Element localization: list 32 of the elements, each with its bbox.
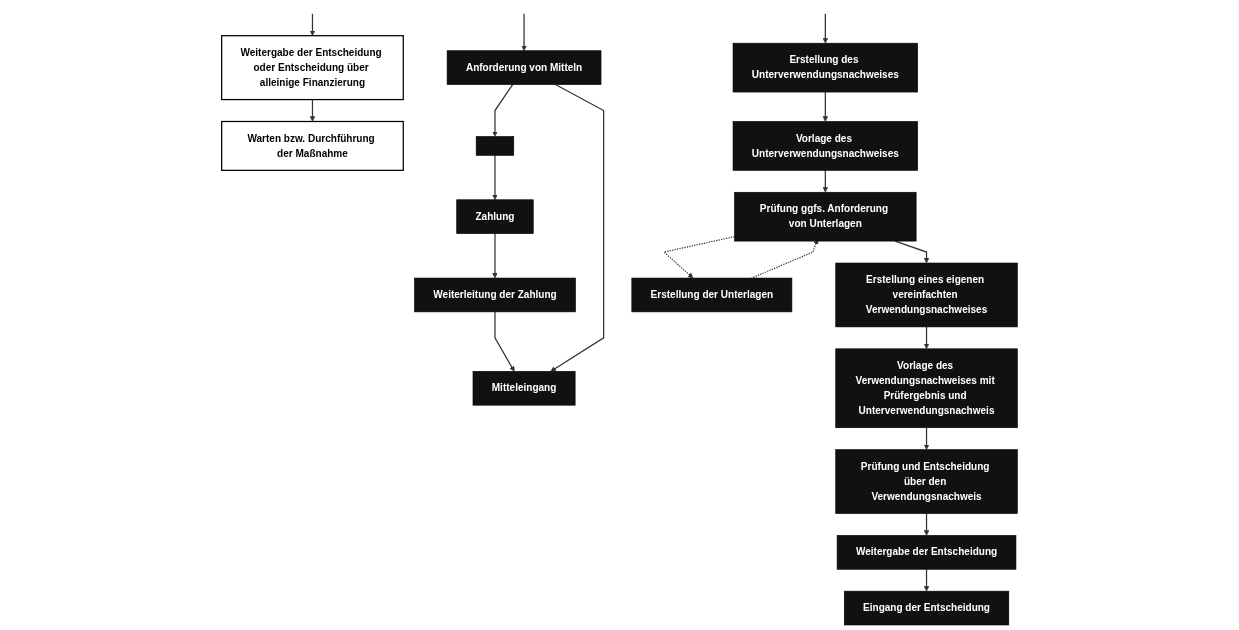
arrow — [494, 311, 515, 372]
node-box: Prüfung und Entscheidung über den Verwendungsnachweis — [835, 449, 1018, 514]
arrow — [492, 83, 514, 137]
arrow — [923, 427, 930, 450]
arrow — [822, 13, 829, 44]
arrow — [492, 154, 498, 200]
arrow — [492, 232, 498, 279]
node-box — [475, 136, 515, 156]
node-box: Vorlage des Unterverwendungsnachweises — [732, 121, 918, 171]
node-box: Erstellung der Unterlagen — [631, 277, 793, 313]
node-box: Weitergabe der Entscheidung — [836, 535, 1017, 570]
arrow — [822, 91, 829, 122]
node-box: Erstellung eines eigenen vereinfachten Verwendungsnachweises — [835, 262, 1018, 328]
node-box: Eingang der Entscheidung — [843, 590, 1010, 626]
arrow — [923, 568, 930, 592]
arrow — [822, 169, 829, 193]
arrow — [662, 235, 736, 279]
arrow — [521, 13, 527, 51]
node-box: Warten bzw. Durchführung der Maßnahme — [221, 120, 404, 171]
node-box: Anforderung von Mitteln — [446, 50, 602, 85]
node-box: Weiterleitung der Zahlung — [414, 277, 576, 313]
arrow — [309, 98, 316, 122]
node-box: Erstellung des Unterverwendungsnachweises — [732, 42, 918, 93]
node-box: Zahlung — [456, 199, 534, 234]
arrow — [923, 512, 930, 536]
arrow — [923, 326, 930, 350]
node-box: Weitergabe der Entscheidung oder Entscheidung über alleinige Finanzierung — [221, 35, 404, 101]
arrow — [550, 83, 605, 372]
node-box: Mitteleingang — [472, 371, 576, 406]
node-box: Prüfung ggfs. Anforderung von Unterlagen — [734, 191, 917, 242]
node-box: Vorlage des Verwendungsnachweises mit Prüfergebnis und Unterverwendungsnachweis — [835, 348, 1018, 429]
arrow — [309, 13, 316, 36]
